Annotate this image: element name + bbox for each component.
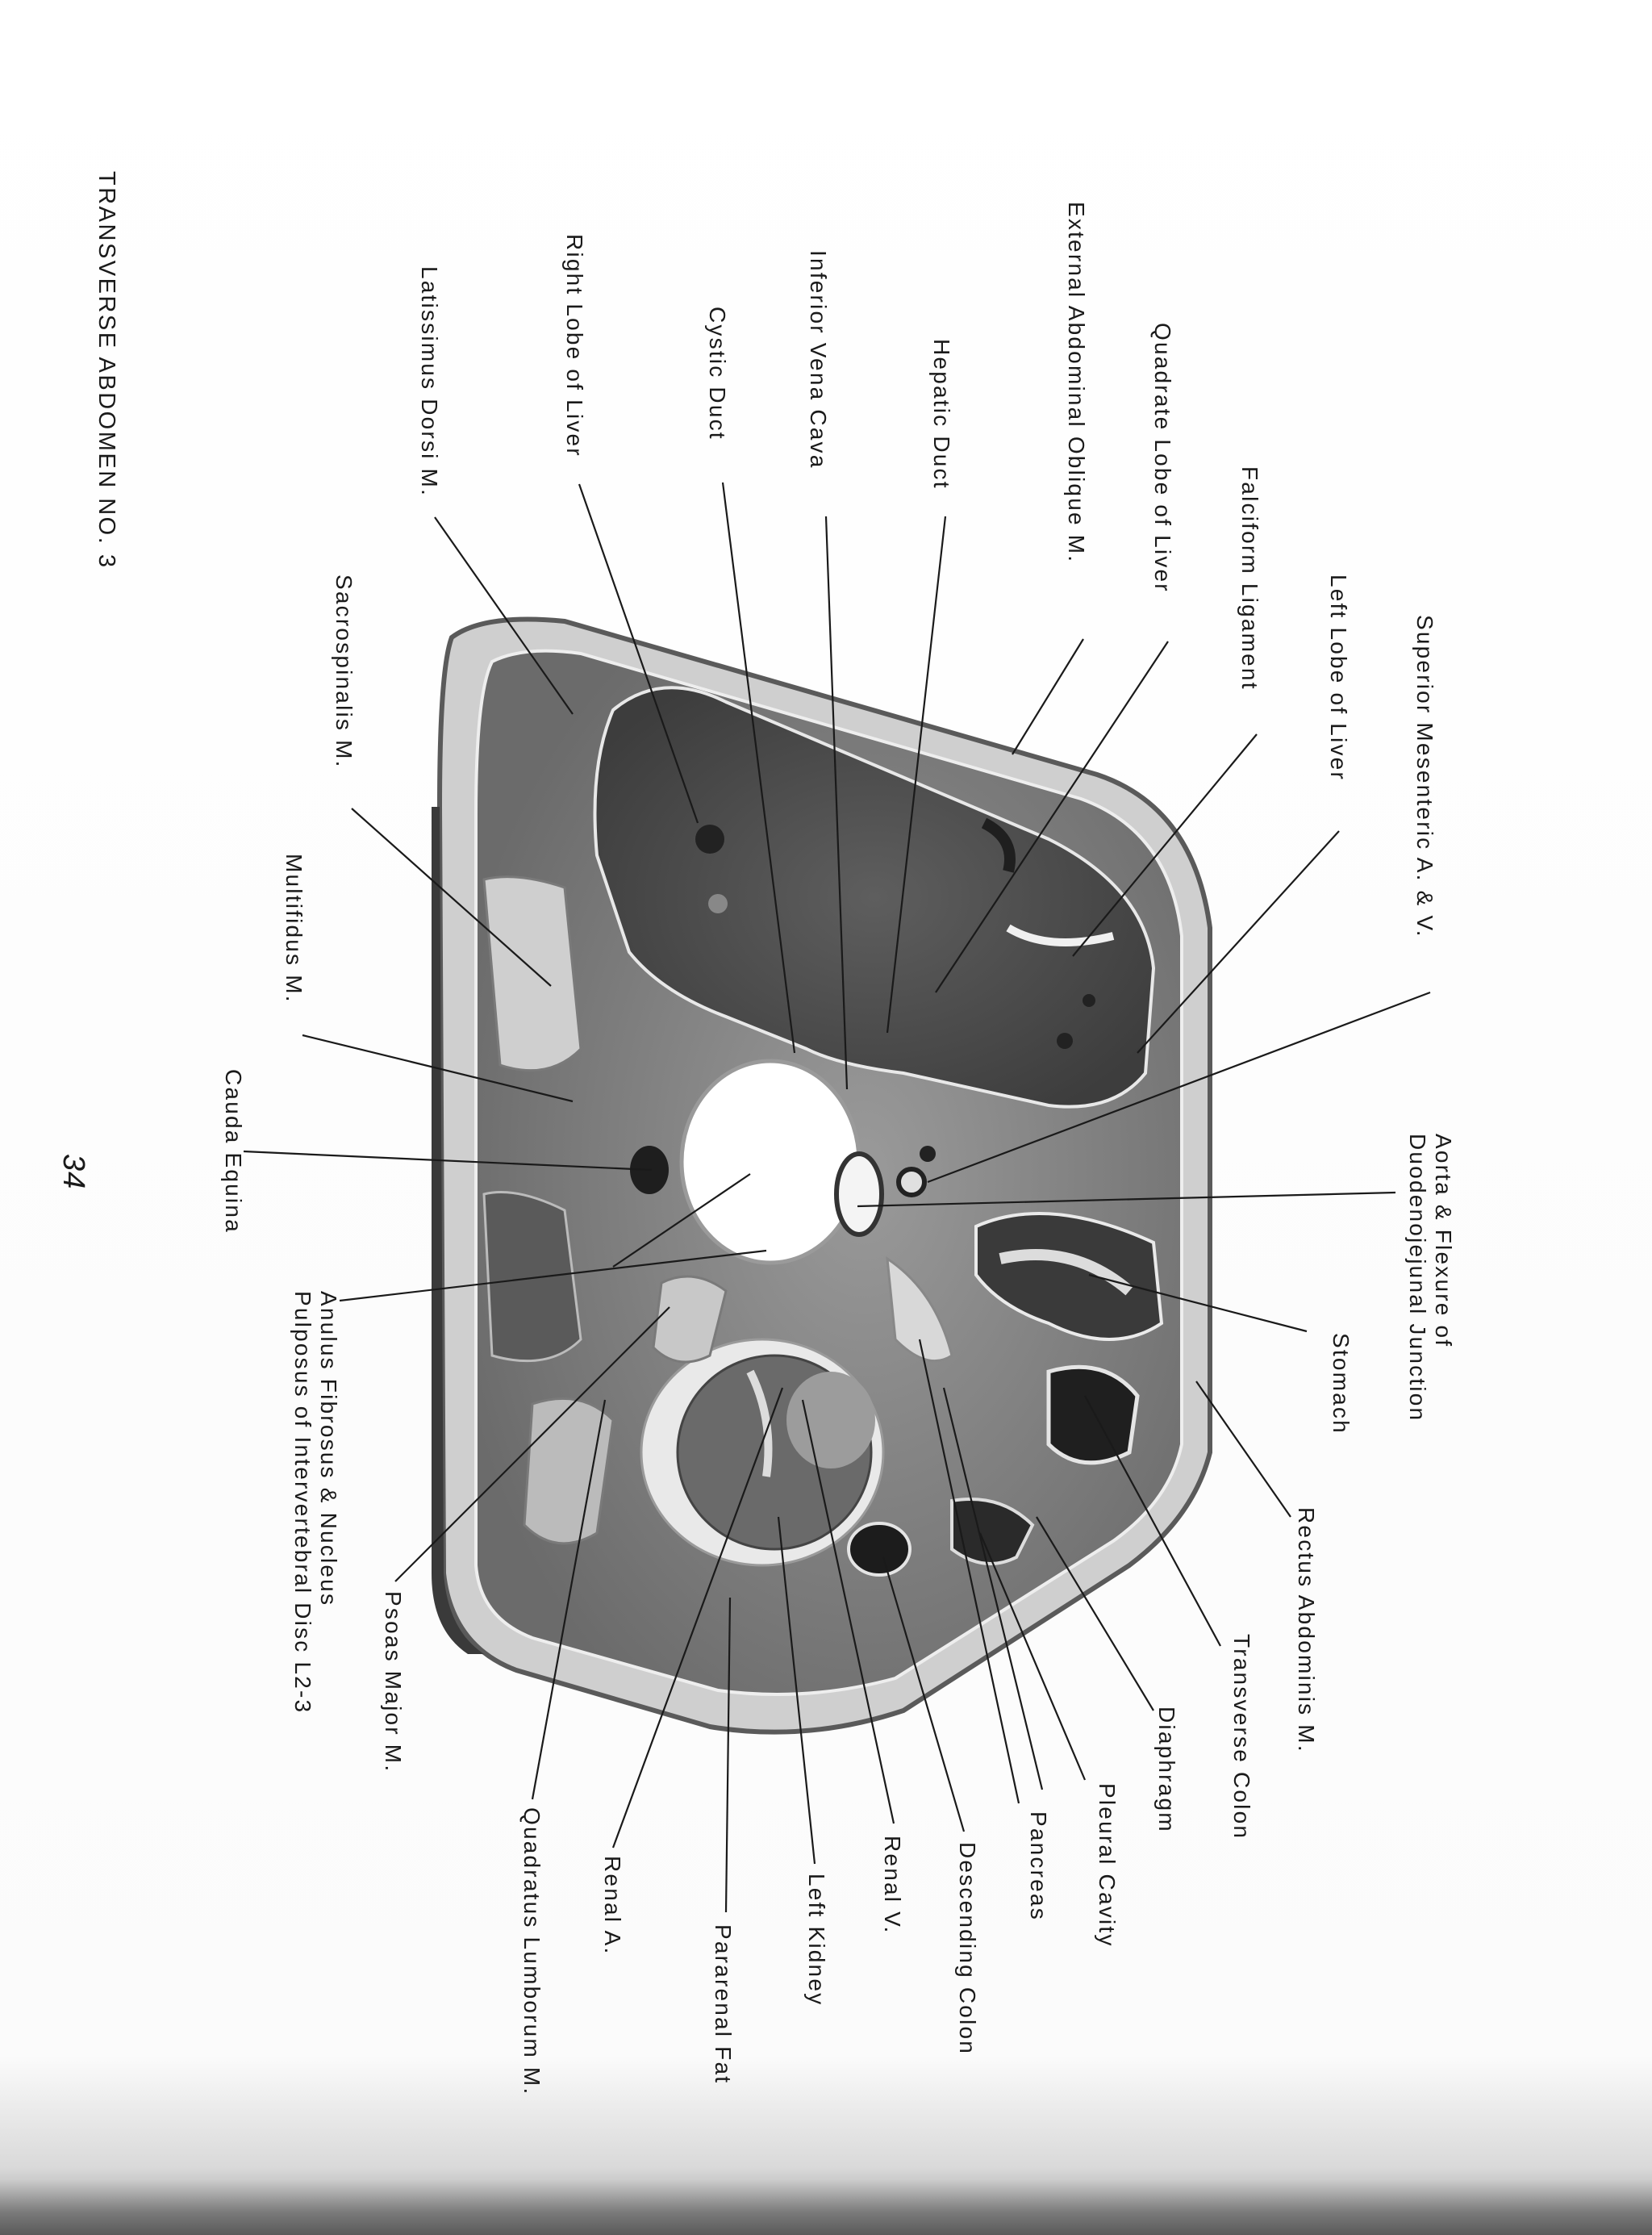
label-quadratus-lumborum: Quadratus Lumborum M. xyxy=(519,1807,544,2096)
label-multifidus: Multifidus M. xyxy=(282,854,307,1004)
label-inferior-vena-cava: Inferior Vena Cava xyxy=(806,250,831,470)
label-rectus-abdominis: Rectus Abdominis M. xyxy=(1294,1507,1319,1753)
page-bottom-edge xyxy=(0,2179,1652,2235)
label-diaphragm: Diaphragm xyxy=(1154,1707,1179,1833)
label-psoas-major: Psoas Major M. xyxy=(381,1591,406,1773)
falciform-ligament-shape xyxy=(1006,924,1115,946)
back-muscles-right xyxy=(482,875,582,1072)
label-pararenal-fat: Pararenal Fat xyxy=(711,1924,736,2085)
label-left-lobe-liver: Left Lobe of Liver xyxy=(1326,574,1351,781)
transverse-colon-shape xyxy=(1046,1364,1140,1465)
liver xyxy=(593,686,1156,1109)
label-external-oblique: External Abdominal Oblique M. xyxy=(1064,202,1089,564)
back-muscles-left xyxy=(482,1191,582,1363)
label-hepatic-duct: Hepatic Duct xyxy=(929,339,954,490)
label-quadrate-lobe: Quadrate Lobe of Liver xyxy=(1150,323,1175,593)
label-descending-colon: Descending Colon xyxy=(955,1842,980,2056)
label-superior-mesenteric: Superior Mesenteric A. & V. xyxy=(1412,615,1437,938)
label-stomach: Stomach xyxy=(1329,1333,1354,1435)
superior-mesenteric-shape xyxy=(896,1167,927,1197)
stomach-shape xyxy=(974,1212,1164,1341)
psoas-major-shape xyxy=(652,1275,728,1364)
label-pleural-cavity: Pleural Cavity xyxy=(1095,1783,1120,1948)
label-pancreas: Pancreas xyxy=(1026,1811,1051,1921)
label-sacrospinalis: Sacrospinalis M. xyxy=(332,574,357,769)
label-cauda-equina: Cauda Equina xyxy=(221,1069,246,1234)
label-cystic-duct: Cystic Duct xyxy=(705,307,730,441)
intervertebral-disc xyxy=(679,1059,861,1265)
pancreas-shape xyxy=(886,1255,953,1363)
quadratus-lumborum-shape xyxy=(523,1397,615,1545)
label-renal-a: Renal A. xyxy=(600,1856,625,1956)
label-falciform-ligament: Falciform Ligament xyxy=(1237,466,1262,691)
label-renal-v: Renal V. xyxy=(880,1836,905,1935)
label-aorta-flexure: Aorta & Flexure of Duodenojejunal Juncti… xyxy=(1405,1134,1456,1422)
pleural-cavity-shape xyxy=(950,1498,1035,1565)
aorta-shape xyxy=(834,1151,884,1237)
descending-colon-shape xyxy=(847,1522,912,1577)
label-anulus-fibrosus: Anulus Fibrosus & Nucleus Pulposus of In… xyxy=(290,1291,341,1715)
label-transverse-colon: Transverse Colon xyxy=(1229,1634,1254,1840)
label-left-kidney: Left Kidney xyxy=(804,1874,829,2007)
label-latissimus-dorsi: Latissimus Dorsi M. xyxy=(417,266,442,498)
label-right-lobe-liver: Right Lobe of Liver xyxy=(562,234,587,457)
body-edge-shadow xyxy=(432,807,484,1654)
leader-lines xyxy=(243,482,1431,1913)
